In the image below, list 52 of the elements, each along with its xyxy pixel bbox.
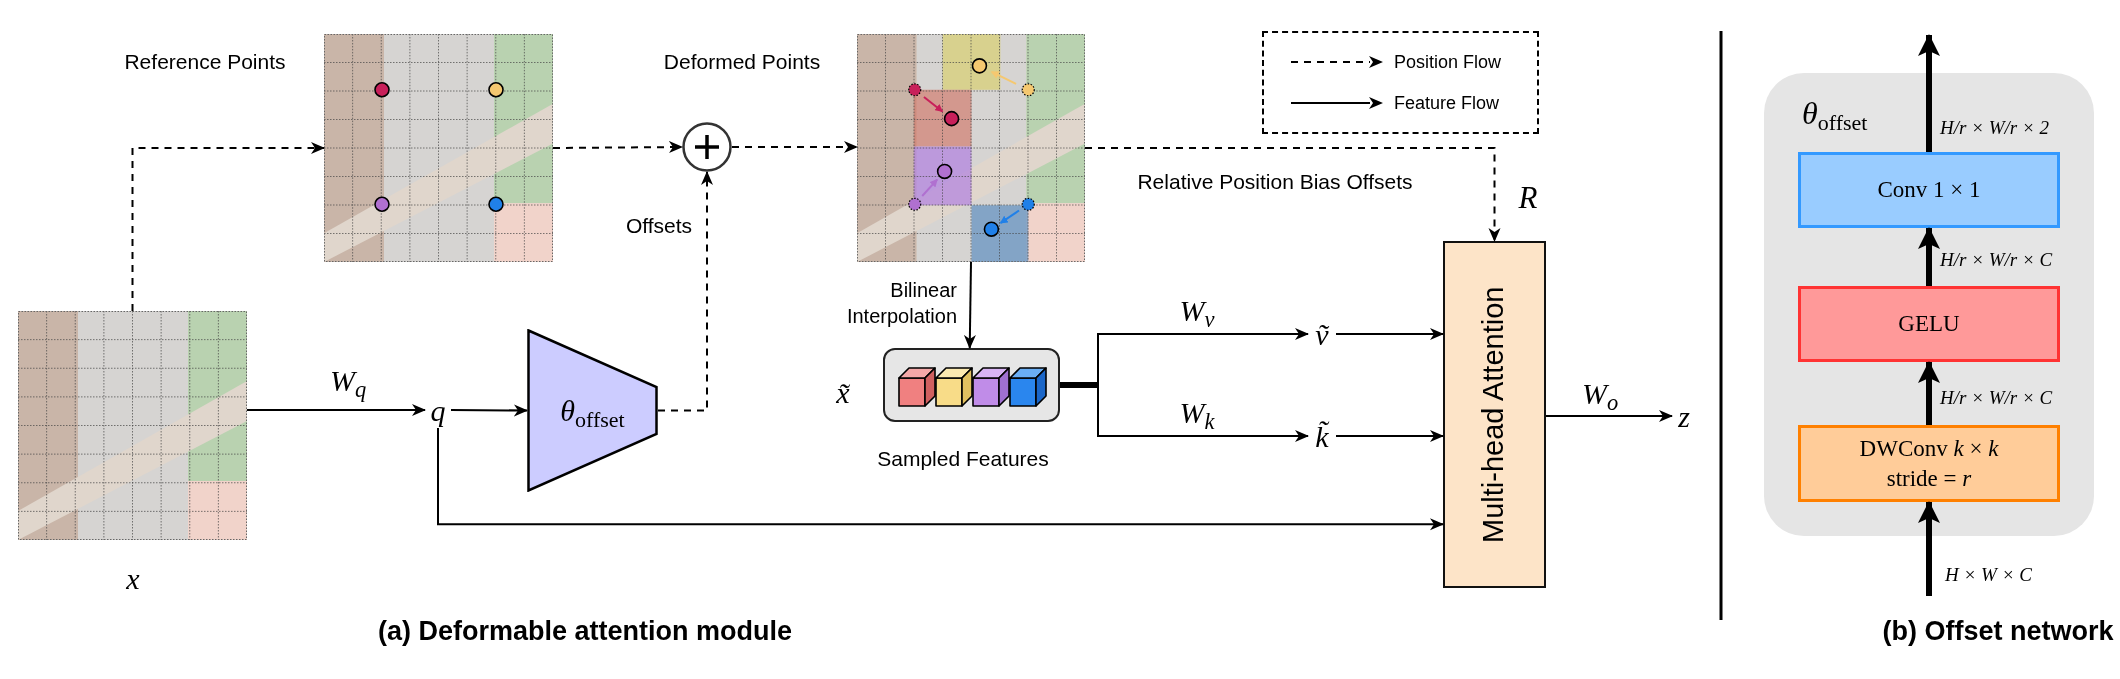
trapezoid-block: θ$_{offset}$ <box>527 329 658 492</box>
photo-grid-drawing <box>18 311 247 540</box>
edge-label: H/r × W/r × C <box>1940 248 2054 272</box>
arrow <box>437 427 1444 531</box>
legend-label: Feature Flow <box>1394 91 1500 115</box>
edge-label: W$_{k}$ <box>1178 395 1216 435</box>
conv-block: Conv 1 × 1 <box>1798 152 2060 228</box>
arrow <box>963 261 976 349</box>
arrow <box>1918 501 1940 596</box>
node-caption: Reference Points <box>123 49 287 75</box>
math-symbol: k̃ <box>1308 418 1336 454</box>
dashed-arrow <box>131 142 325 312</box>
figure-caption: (b) Offset network <box>1881 615 2115 648</box>
edge-label: H/r × W/r × C <box>1940 386 2054 410</box>
node-caption: Deformed Points <box>662 49 822 75</box>
flow-label: Relative Position Bias Offsets <box>1136 169 1414 195</box>
arrow <box>246 404 426 416</box>
math-symbol: z <box>1672 398 1696 434</box>
figure-caption: (a) Deformable attention module <box>377 615 793 648</box>
arrow <box>1335 328 1444 340</box>
feature-box <box>883 348 1060 422</box>
math-symbol: q <box>425 392 451 428</box>
math-symbol: x <box>125 561 141 597</box>
photo-grid-drawing <box>857 34 1085 262</box>
attention-block: Multi-head Attention <box>1443 241 1546 588</box>
edge-label: W$_{v}$ <box>1178 293 1216 333</box>
edge-label: H × W × C <box>1945 563 2033 587</box>
math-symbol: R <box>1517 179 1539 217</box>
edge-label: W$_{q}$ <box>328 363 368 403</box>
plus-circle <box>682 122 732 172</box>
dashed-arrow <box>731 141 858 154</box>
dashed-arrow <box>552 141 683 154</box>
math-symbol: x̃ <box>835 375 851 411</box>
dashed-arrow <box>657 171 713 412</box>
edge-label: W$_{o}$ <box>1580 376 1620 416</box>
arrow <box>450 404 528 417</box>
gelu-block: GELU <box>1798 286 2060 362</box>
arrow <box>1545 410 1673 422</box>
arrow <box>1918 34 1940 152</box>
arrow <box>1918 227 1940 286</box>
thick-trunk-line <box>1060 382 1098 388</box>
arrow <box>1335 430 1444 442</box>
dashed-arrow <box>1084 147 1501 242</box>
arrow <box>1918 361 1940 425</box>
node-caption: Sampled Features <box>876 446 1050 472</box>
math-symbol: ṽ <box>1308 316 1336 352</box>
edge-label: H/r × W/r × 2 <box>1940 116 2051 140</box>
flow-label: Offsets <box>624 213 694 239</box>
legend-label: Position Flow <box>1394 50 1502 74</box>
photo-grid-drawing <box>324 34 553 262</box>
dwconv-block: DWConv k × k stride = r <box>1798 425 2060 502</box>
flow-label: Bilinear Interpolation <box>845 278 957 329</box>
